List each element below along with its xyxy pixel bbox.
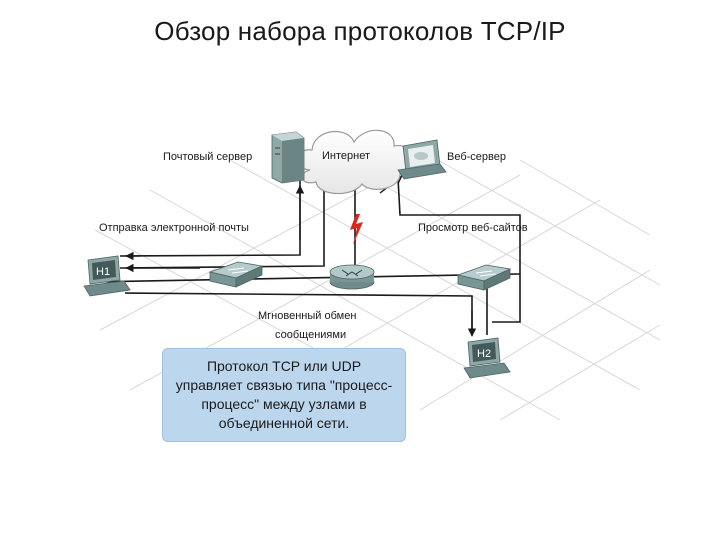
send-email-label: Отправка электронной почты <box>99 222 249 234</box>
router-icon <box>329 264 375 290</box>
protocol-note-box: Протокол TCP или UDP управляет связью ти… <box>162 348 406 442</box>
mail-server-label: Почтовый сервер <box>163 151 252 163</box>
host-h1-label: H1 <box>96 266 110 278</box>
protocol-note-text: Протокол TCP или UDP управляет связью ти… <box>175 358 393 431</box>
internet-label: Интернет <box>322 150 370 162</box>
web-server-label: Веб-сервер <box>447 151 506 163</box>
instant-messaging-label-2: сообщениями <box>275 329 346 341</box>
wan-link-icon <box>350 214 363 245</box>
browse-web-label: Просмотр веб-сайтов <box>418 222 528 234</box>
page-title: Обзор набора протоколов TCP/IP <box>154 16 566 46</box>
switch-right-icon <box>456 264 512 291</box>
switch-left-icon <box>208 261 264 288</box>
web-server-icon <box>397 139 447 180</box>
host-h2-label: H2 <box>477 348 491 360</box>
instant-messaging-label-1: Мгновенный обмен <box>258 310 356 322</box>
mail-server-icon <box>271 131 305 184</box>
host-h2-icon <box>463 337 511 379</box>
host-h1-icon <box>83 255 131 297</box>
